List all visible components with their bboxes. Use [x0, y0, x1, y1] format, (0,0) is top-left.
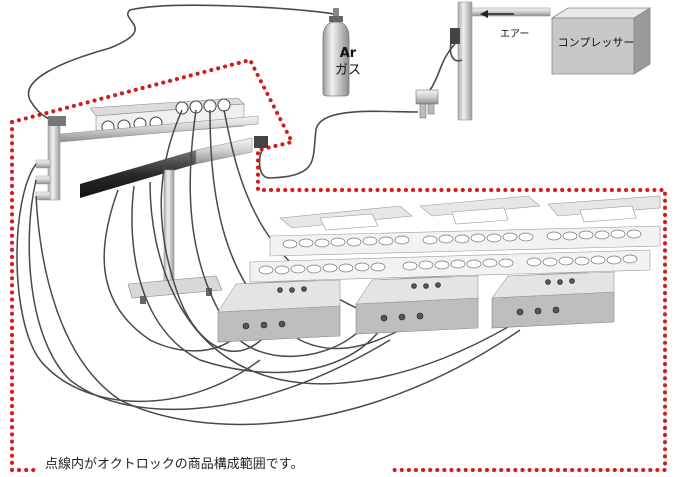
gas-cylinder-sublabel: ガス [334, 63, 361, 78]
fixture-connectors [242, 278, 575, 330]
fixture-stations [217, 195, 661, 343]
part-tray-items [258, 229, 642, 275]
gas-cylinder-label: Ar [339, 46, 357, 61]
caption: 点線内がオクトロックの商品構成範囲です。 [45, 457, 304, 472]
boundary-dotted-line [10, 57, 667, 472]
gas-hose [27, 4, 335, 123]
compressor-stand [449, 1, 551, 121]
air-hose [258, 43, 456, 179]
compressor-label: コンプレッサー [557, 36, 635, 49]
air-label: エアー [500, 29, 530, 40]
gas-cylinder-icon [322, 8, 350, 97]
valve-icon [415, 89, 439, 119]
manifold-pipes [35, 115, 268, 201]
arrow-left-icon [480, 10, 514, 18]
compressor-icon [550, 7, 652, 75]
